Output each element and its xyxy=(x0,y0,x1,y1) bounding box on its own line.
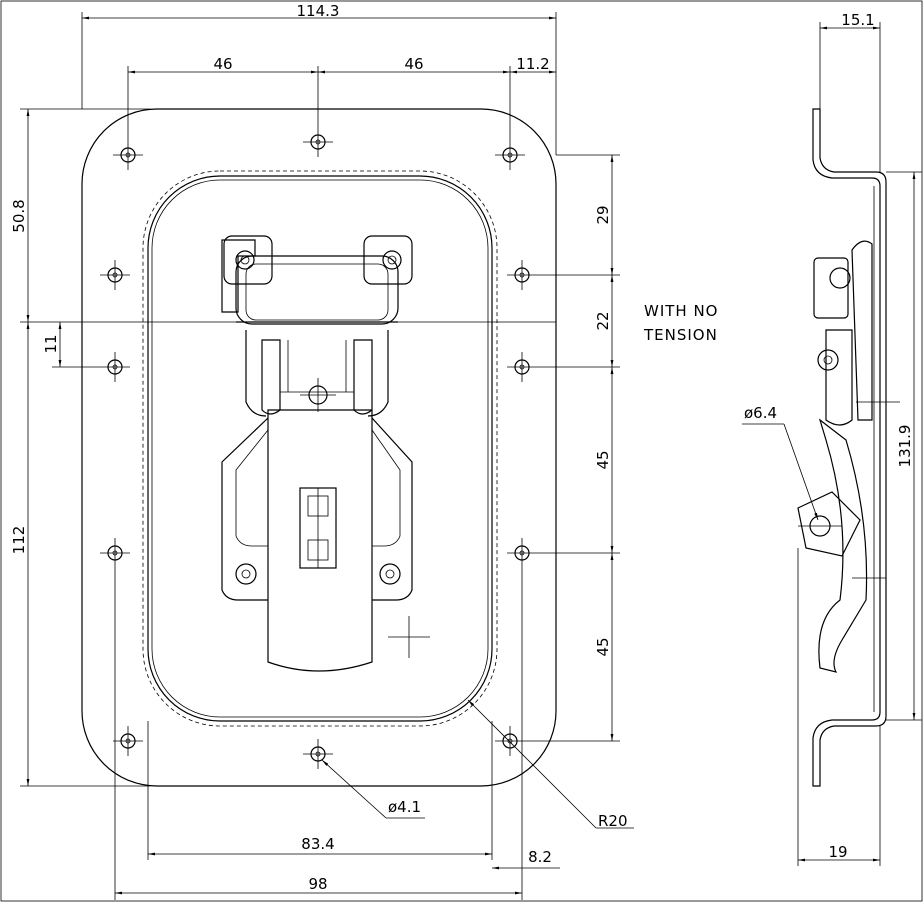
dim-hole-spacing-left: 46 xyxy=(213,55,232,73)
dim-recess-width: 83.4 xyxy=(301,835,334,853)
dim-upper-height: 50.8 xyxy=(10,199,28,232)
dim-side-depth: 19 xyxy=(828,843,847,861)
dim-lower-height: 112 xyxy=(10,526,28,555)
dim-right-spacing-45a: 45 xyxy=(594,450,612,469)
recess-inner xyxy=(147,175,493,722)
labels: 114.3 46 46 11.2 50.8 11 112 29 22 45 45… xyxy=(10,2,914,893)
hole-top-center xyxy=(303,127,333,157)
dim-hole-pattern-width: 98 xyxy=(308,875,327,893)
hole-right-1 xyxy=(507,260,537,290)
dim-side-height: 131.9 xyxy=(896,425,914,468)
side-hook xyxy=(851,240,873,421)
hole-bottom-left xyxy=(113,726,143,756)
hole-top-left xyxy=(113,140,143,170)
hole-right-2 xyxy=(507,352,537,382)
dim-offset-small: 11 xyxy=(42,334,60,353)
dim-right-spacing-45b: 45 xyxy=(594,637,612,656)
dim-recess-edge: 8.2 xyxy=(528,848,552,866)
hole-left-1 xyxy=(100,260,130,290)
side-plate-profile xyxy=(812,108,887,787)
side-lever xyxy=(818,418,868,673)
hole-left-2 xyxy=(100,352,130,382)
outer-plate xyxy=(81,108,557,787)
hole-left-3 xyxy=(100,538,130,568)
front-dimension-lines xyxy=(20,12,634,900)
dim-hole-spacing-right: 46 xyxy=(404,55,423,73)
callout-pivot-diameter: ø6.4 xyxy=(744,404,777,422)
dim-edge-offset-right: 11.2 xyxy=(516,55,549,73)
front-view xyxy=(20,12,634,900)
dim-overall-width: 114.3 xyxy=(297,2,340,20)
hole-bottom-right xyxy=(495,726,525,756)
side-view xyxy=(742,22,922,866)
recess-edge xyxy=(151,179,489,718)
note-line1: WITH NO xyxy=(644,302,719,320)
hole-bottom-center xyxy=(303,739,333,769)
callout-corner-radius: R20 xyxy=(598,812,628,830)
latch-mechanism xyxy=(221,235,430,672)
note-line2: TENSION xyxy=(643,326,718,344)
recess-outer-dashed xyxy=(142,170,498,727)
dim-right-spacing-top: 29 xyxy=(594,205,612,224)
dim-side-flange: 15.1 xyxy=(841,11,874,29)
dim-right-spacing-mid: 22 xyxy=(594,311,612,330)
mounting-holes xyxy=(100,127,537,769)
hole-right-3 xyxy=(507,538,537,568)
hole-top-right xyxy=(495,140,525,170)
callout-hole-diameter: ø4.1 xyxy=(388,798,421,816)
